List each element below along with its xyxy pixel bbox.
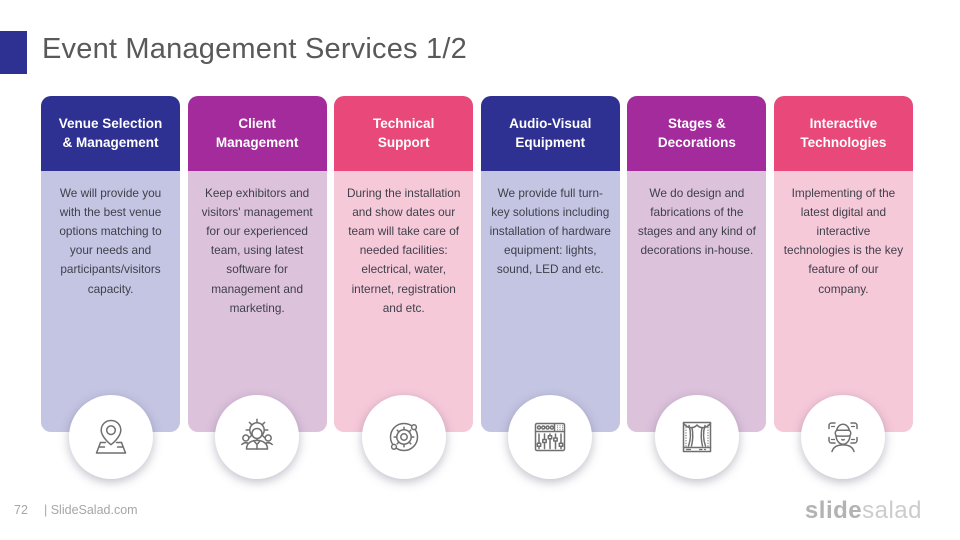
page-number: 72 — [14, 503, 28, 517]
audio-mixer-icon — [508, 395, 593, 479]
card-technical-support: Technical Support During the installatio… — [334, 96, 474, 479]
card-header: Audio-Visual Equipment — [480, 96, 620, 171]
card-title: Client Management — [215, 115, 299, 150]
page-title: Event Management Services 1/2 — [42, 33, 467, 65]
card-header: Venue Selection & Management — [41, 96, 181, 171]
map-pin-icon — [68, 395, 153, 479]
slidesalad-logo: slidesalad — [805, 497, 922, 525]
card-body: We do design and fabrications of the sta… — [627, 171, 767, 432]
card-header: Stages & Decorations — [627, 96, 767, 171]
card-venue-selection: Venue Selection & Management We will pro… — [41, 96, 181, 479]
card-body: Keep exhibitors and visitors' management… — [187, 171, 327, 432]
card-body: Implementing of the latest digital and i… — [773, 171, 913, 432]
card-header: Client Management — [187, 96, 327, 171]
card-title: Audio-Visual Equipment — [509, 115, 592, 150]
card-description: Keep exhibitors and visitors' management… — [201, 186, 313, 315]
card-client-management: Client Management Keep exhibitors and vi… — [187, 96, 327, 479]
logo-text-bold: slide — [804, 497, 863, 524]
footer-site-link[interactable]: | SlideSalad.com — [44, 503, 138, 517]
card-body: We provide full turn-key solutions inclu… — [480, 171, 620, 432]
card-body: During the installation and show dates o… — [334, 171, 474, 432]
logo-text-light: salad — [862, 497, 922, 524]
card-stages-decorations: Stages & Decorations We do design and fa… — [627, 96, 767, 479]
card-title: Venue Selection & Management — [58, 115, 163, 150]
card-description: We provide full turn-key solutions inclu… — [489, 186, 611, 277]
card-description: We do design and fabrications of the sta… — [637, 186, 756, 258]
team-gear-icon — [215, 395, 300, 479]
card-title: Interactive Technologies — [800, 115, 887, 150]
card-interactive-technologies: Interactive Technologies Implementing of… — [773, 96, 913, 479]
card-description: We will provide you with the best venue … — [59, 186, 162, 296]
card-header: Technical Support — [334, 96, 474, 171]
gear-orbit-icon — [361, 395, 446, 479]
card-description: During the installation and show dates o… — [346, 186, 461, 315]
card-body: We will provide you with the best venue … — [41, 171, 181, 432]
vr-face-scan-icon — [801, 395, 886, 479]
stage-curtain-icon — [654, 395, 739, 479]
card-audio-visual: Audio-Visual Equipment We provide full t… — [480, 96, 620, 479]
card-title: Technical Support — [373, 115, 435, 150]
title-accent-square — [0, 31, 27, 74]
card-header: Interactive Technologies — [773, 96, 913, 171]
service-cards-row: Venue Selection & Management We will pro… — [41, 96, 913, 479]
card-title: Stages & Decorations — [657, 115, 736, 150]
card-description: Implementing of the latest digital and i… — [783, 186, 904, 296]
